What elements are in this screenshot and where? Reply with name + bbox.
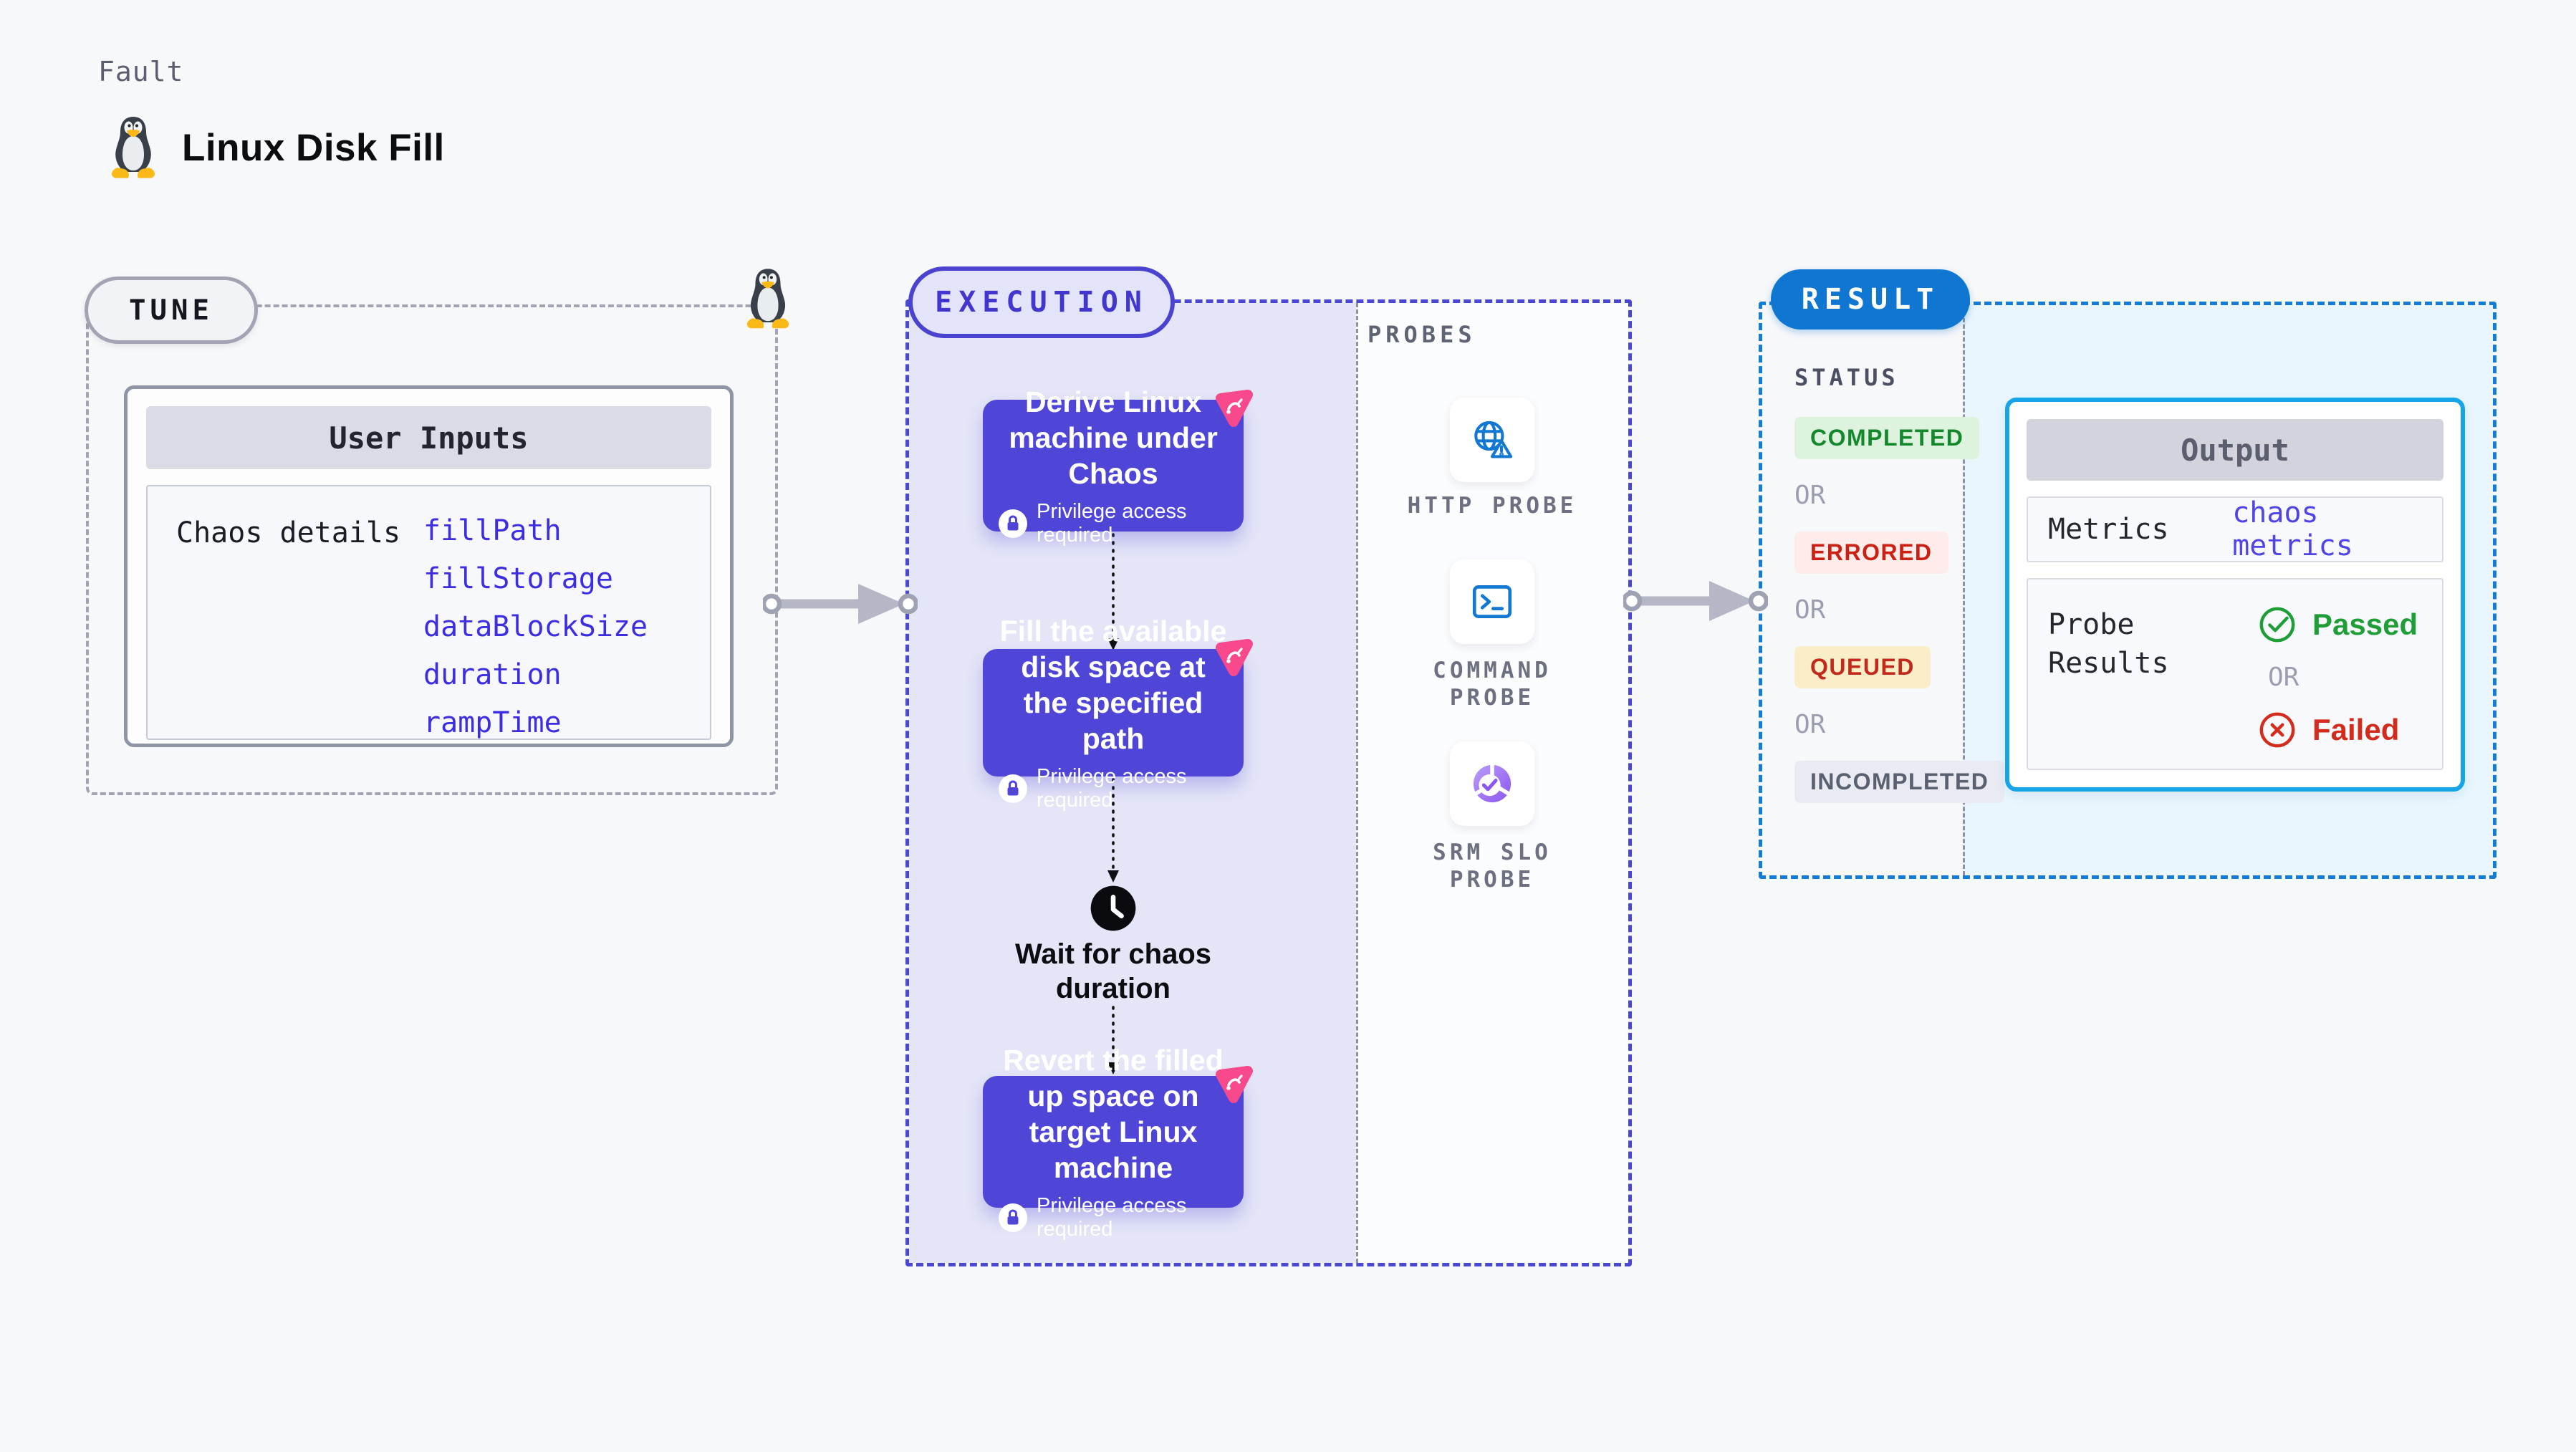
step-title: Fill the available disk space at the spe… <box>999 614 1227 756</box>
or-label: OR <box>2268 663 2299 692</box>
wait-node <box>1090 885 1137 932</box>
or-label: OR <box>1794 595 1826 625</box>
output-header: Output <box>2027 419 2443 481</box>
output-card: Output Metrics chaos metrics Probe Resul… <box>2005 398 2465 792</box>
user-inputs-header: User Inputs <box>146 406 711 469</box>
wait-duration-label: Wait for chaos duration <box>1014 938 1212 1004</box>
status-badge-incompleted: INCOMPLETED <box>1794 761 2005 803</box>
tune-label: TUNE <box>85 277 258 344</box>
tune-section-box <box>86 304 778 795</box>
status-badge-errored: ERRORED <box>1794 532 1948 574</box>
tux-icon <box>111 117 155 178</box>
privilege-note-text: Privilege access required <box>1037 1194 1187 1241</box>
page-title: Linux Disk Fill <box>182 126 445 169</box>
chaos-metrics-link[interactable]: chaos metrics <box>2232 496 2353 562</box>
step-fill-disk: Fill the available disk space at the spe… <box>983 615 1244 812</box>
terminal-icon <box>1472 585 1512 618</box>
privilege-note: Privilege access required <box>999 1194 1228 1241</box>
command-probe-card <box>1450 559 1534 644</box>
input-link-fillstorage[interactable]: fillStorage <box>423 562 613 595</box>
input-link-fillpath[interactable]: fillPath <box>423 514 562 547</box>
passed-item: Passed <box>2258 605 2418 644</box>
probe-results-values: Passed OR Failed <box>2258 605 2418 749</box>
title-row: Linux Disk Fill <box>107 115 445 181</box>
tune-to-execution-arrow <box>763 584 918 624</box>
result-label: RESULT <box>1771 269 1970 330</box>
chaos-fault-icon <box>1211 1063 1256 1109</box>
passed-label: Passed <box>2312 607 2418 641</box>
user-inputs-card: User Inputs Chaos details fillPath fillS… <box>124 385 734 747</box>
step-title: Derive Linux machine under Chaos <box>1009 385 1218 491</box>
probes-heading: PROBES <box>1368 321 1476 348</box>
status-heading: STATUS <box>1794 364 1899 391</box>
flow-connector-down <box>1107 1006 1119 1074</box>
command-probe-label: COMMAND PROBE <box>1433 658 1552 711</box>
lock-icon <box>999 774 1027 804</box>
chaos-details-row: Chaos details fillPath fillStorage dataB… <box>146 485 711 740</box>
privilege-note: Privilege access required <box>999 765 1228 812</box>
http-probe-card <box>1450 398 1534 482</box>
tux-icon <box>746 269 789 329</box>
fault-kicker: Fault <box>98 56 184 87</box>
probe-results-label: Probe Results <box>2048 608 2169 680</box>
failed-item: Failed <box>2258 711 2418 749</box>
srm-slo-probe-label: SRM SLO PROBE <box>1433 840 1552 893</box>
status-badge-queued: QUEUED <box>1794 646 1931 688</box>
privilege-note-text: Privilege access required <box>1037 500 1187 547</box>
lock-icon <box>999 1203 1027 1233</box>
flow-connector-down <box>1107 533 1119 650</box>
srm-slo-probe-card <box>1450 741 1534 826</box>
lock-icon <box>999 509 1027 539</box>
check-circle-icon <box>2259 607 2295 643</box>
input-link-duration[interactable]: duration <box>423 658 562 691</box>
probe-results-row: Probe Results Passed OR Failed <box>2027 578 2443 770</box>
chaos-fault-icon <box>1211 636 1256 682</box>
metrics-row: Metrics chaos metrics <box>2027 496 2443 562</box>
step-revert-space: Revert the filled up space on target Lin… <box>983 1044 1244 1241</box>
chaos-details-label: Chaos details <box>176 516 401 549</box>
slo-donut-check-icon <box>1473 763 1512 803</box>
chaos-fault-icon <box>1211 387 1256 433</box>
or-label: OR <box>1794 481 1826 510</box>
step-title: Revert the filled up space on target Lin… <box>1003 1043 1224 1185</box>
clock-icon <box>1090 885 1136 931</box>
metrics-label: Metrics <box>2048 513 2169 546</box>
http-probe-label: HTTP PROBE <box>1407 493 1577 519</box>
execution-to-result-arrow <box>1623 581 1768 621</box>
privilege-note: Privilege access required <box>999 500 1228 547</box>
globe-alert-icon <box>1474 420 1513 458</box>
input-link-ramptime[interactable]: rampTime <box>423 706 562 739</box>
x-circle-icon <box>2259 712 2295 748</box>
execution-label: EXECUTION <box>908 266 1175 338</box>
failed-label: Failed <box>2312 713 2400 746</box>
or-label: OR <box>1794 710 1826 739</box>
input-link-datablocksize[interactable]: dataBlockSize <box>423 610 648 643</box>
flow-connector-down <box>1107 778 1119 883</box>
privilege-note-text: Privilege access required <box>1037 765 1187 812</box>
status-badge-completed: COMPLETED <box>1794 417 1980 459</box>
tunable-input-list: fillPath fillStorage dataBlockSize durat… <box>423 514 648 737</box>
status-column: STATUS COMPLETED OR ERRORED OR QUEUED OR… <box>1794 364 2005 803</box>
step-derive-machine: Derive Linux machine under Chaos Privile… <box>983 385 1244 547</box>
